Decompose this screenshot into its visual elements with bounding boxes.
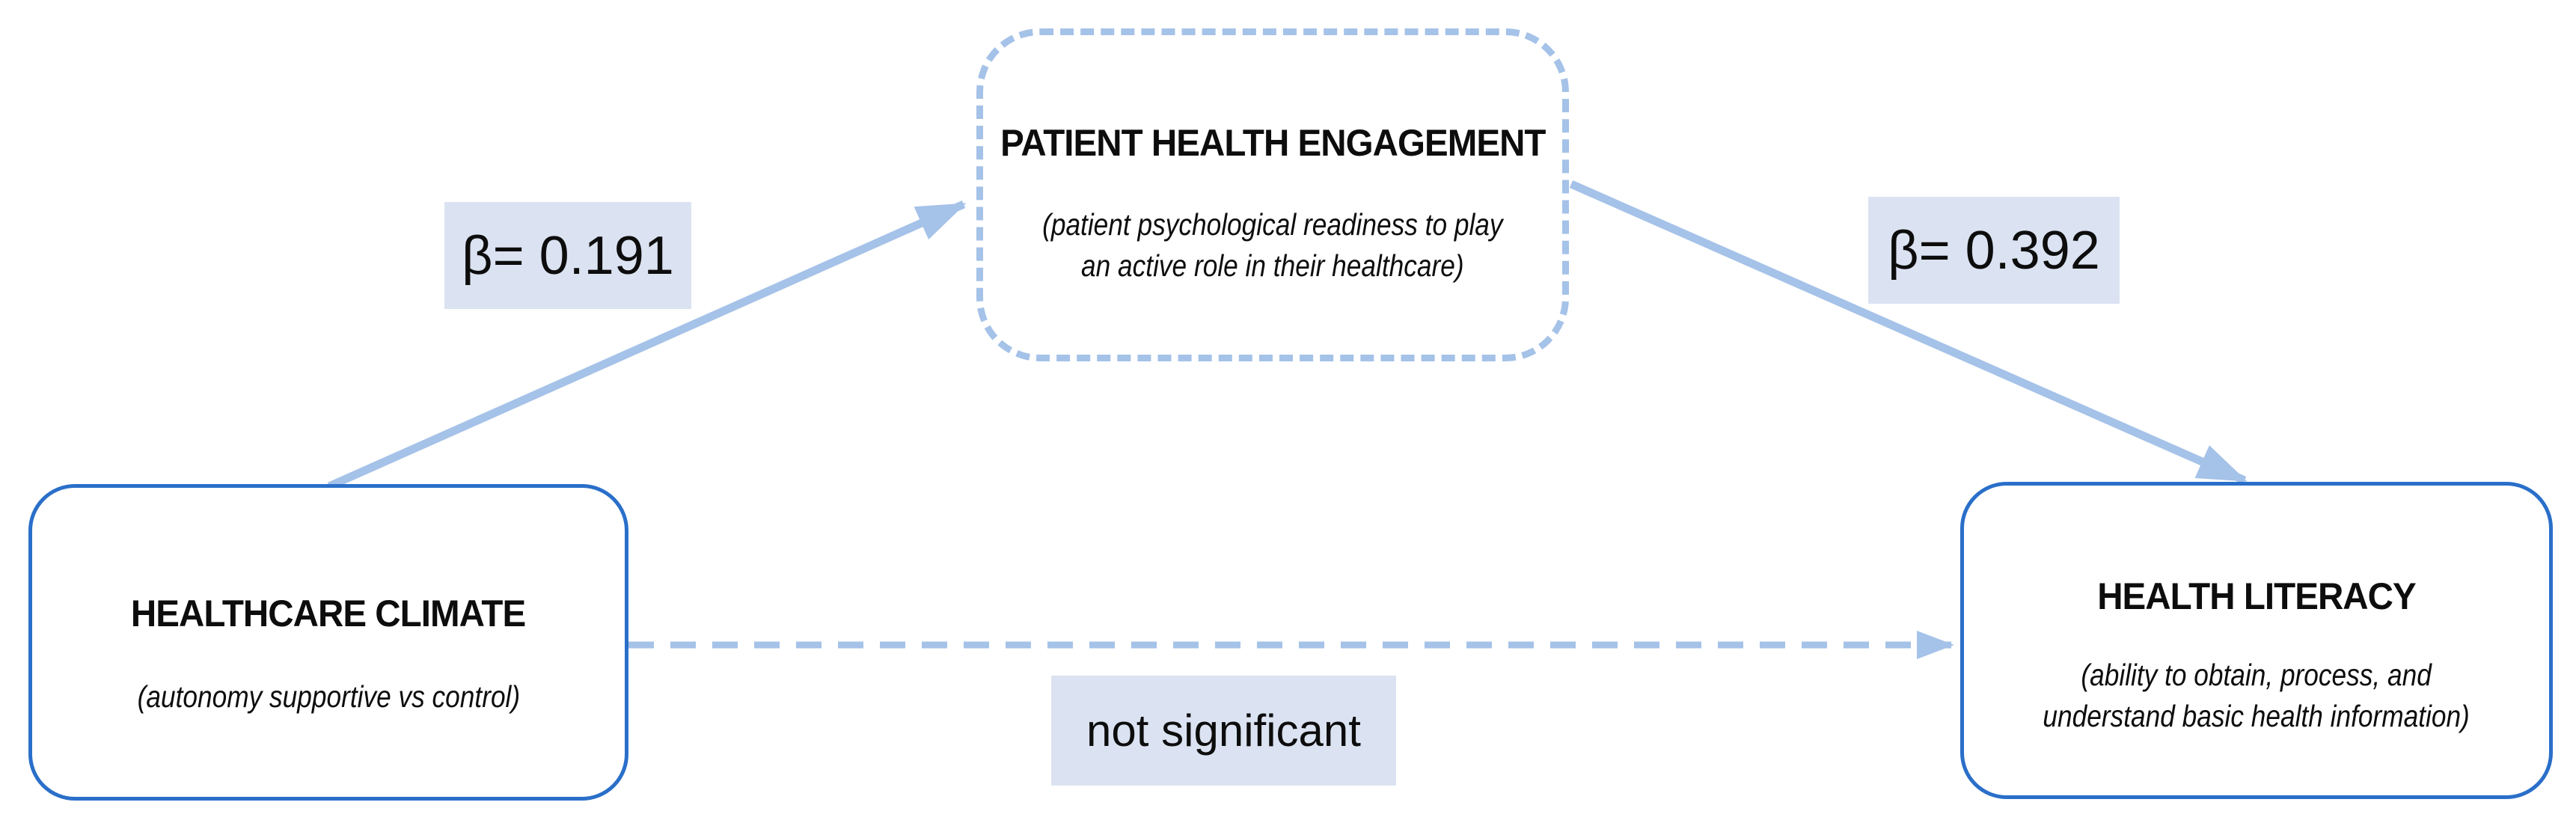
node-subtitle: (ability to obtain, process, and underst… xyxy=(2043,655,2470,737)
node-title: HEALTHCARE CLIMATE xyxy=(131,593,526,634)
beta-label-predictor-to-mediator: β= 0.191 xyxy=(444,202,691,309)
subtitle-line: (autonomy supportive vs control) xyxy=(137,679,520,714)
node-subtitle: (patient psychological readiness to play… xyxy=(1042,204,1502,287)
subtitle-line: understand basic health information) xyxy=(2043,699,2471,733)
beta-label-mediator-to-outcome: β= 0.392 xyxy=(1868,197,2120,304)
node-title: PATIENT HEALTH ENGAGEMENT xyxy=(1000,122,1546,164)
node-title: HEALTH LITERACY xyxy=(2097,575,2417,617)
subtitle-line: (patient psychological readiness to play xyxy=(1042,207,1503,242)
subtitle-line: an active role in their healthcare) xyxy=(1081,248,1464,283)
node-health-literacy: HEALTH LITERACY (ability to obtain, proc… xyxy=(1960,482,2553,799)
node-patient-health-engagement: PATIENT HEALTH ENGAGEMENT (patient psych… xyxy=(976,28,1569,361)
subtitle-line: (ability to obtain, process, and xyxy=(2081,658,2432,692)
not-significant-label: not significant xyxy=(1051,676,1396,786)
node-healthcare-climate: HEALTHCARE CLIMATE (autonomy supportive … xyxy=(28,484,628,801)
node-subtitle: (autonomy supportive vs control) xyxy=(137,676,519,718)
